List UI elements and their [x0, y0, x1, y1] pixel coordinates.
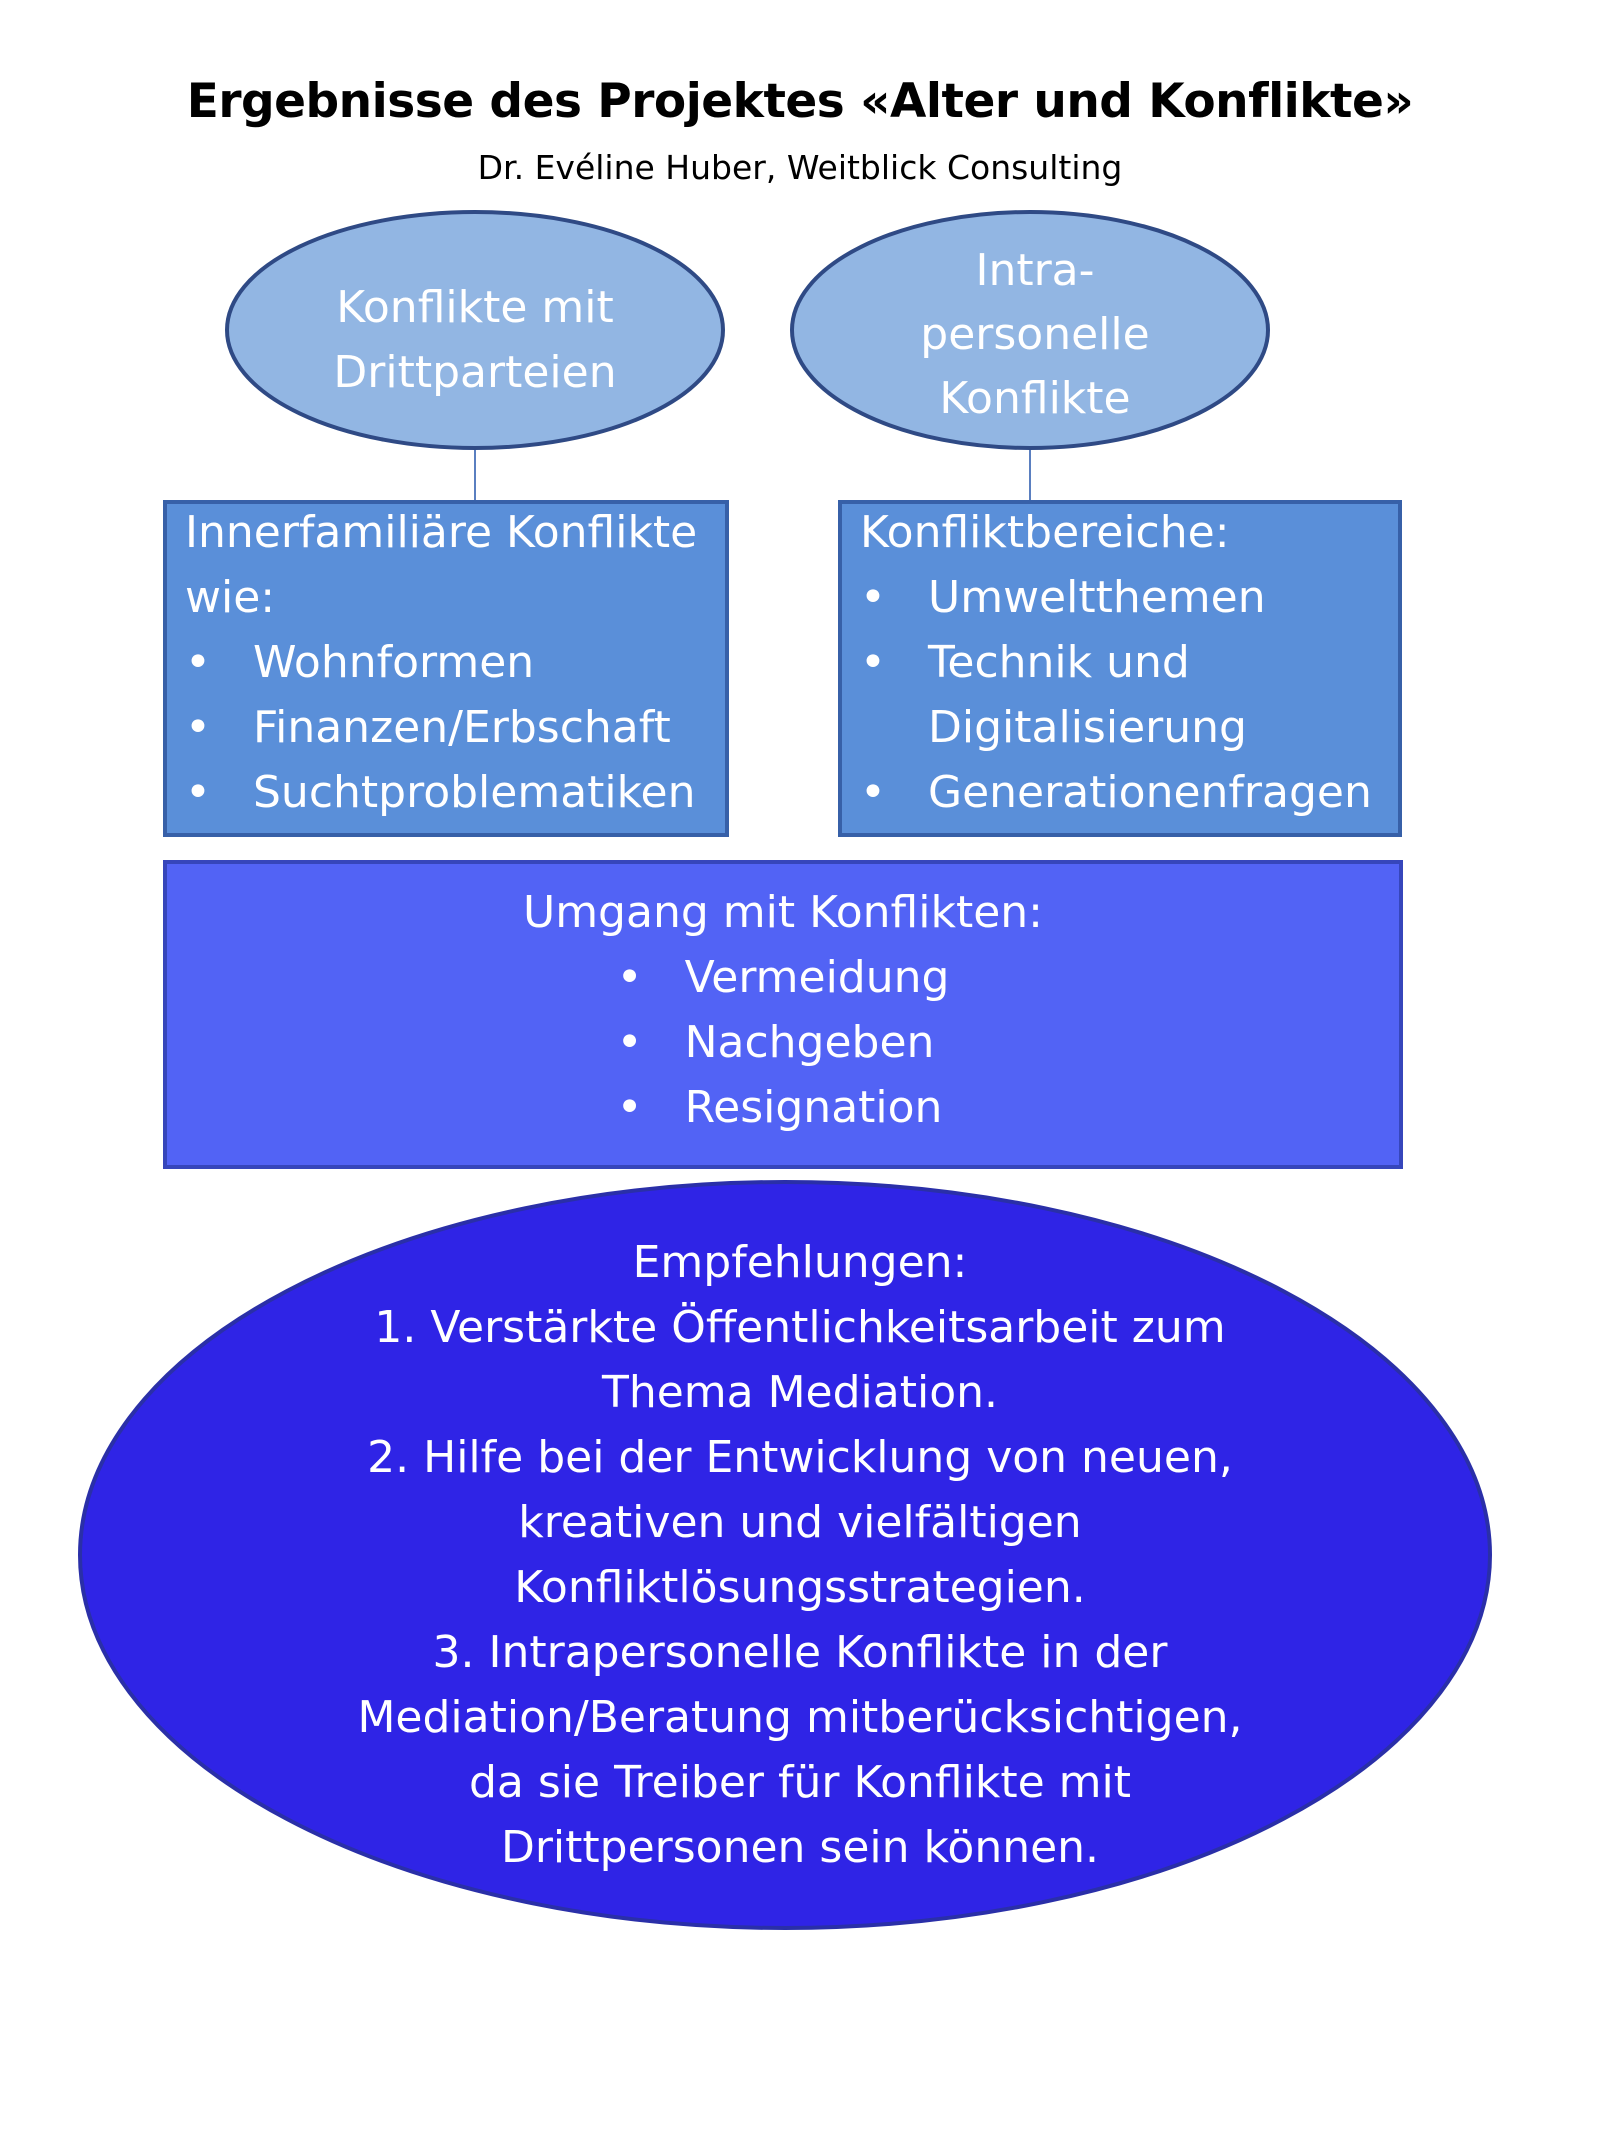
oval-intrapersonal-line: personelle [920, 309, 1150, 360]
recommendations-line: Empfehlungen: [632, 1237, 968, 1288]
page-subtitle: Dr. Evéline Huber, Weitblick Consulting [477, 148, 1123, 187]
list-item-continuation: Digitalisierung [928, 702, 1247, 753]
oval-intrapersonal-line: Intra- [975, 245, 1095, 296]
box-family-heading: wie: [185, 572, 276, 623]
list-item: Finanzen/Erbschaft [185, 695, 725, 760]
box-handling-content: Umgang mit Konflikten: Vermeidung Nachge… [165, 880, 1401, 1140]
oval-intrapersonal-label: Intra- personelle Konflikte [800, 235, 1270, 435]
oval-intrapersonal-line: Konflikte [939, 373, 1131, 424]
recommendations-line: Konfliktlösungsstrategien. [514, 1562, 1086, 1613]
recommendations-line: Mediation/Beratung mitberücksichtigen, [357, 1692, 1243, 1743]
oval-third-parties-line: Konflikte mit [336, 282, 614, 333]
list-item: Nachgeben [617, 1010, 950, 1075]
recommendations-line: Drittpersonen sein können. [500, 1822, 1100, 1873]
recommendations-line: 3. Intrapersonelle Konflikte in der [432, 1627, 1168, 1678]
box-family-list: Wohnformen Finanzen/Erbschaft Suchtprobl… [185, 630, 725, 825]
recommendations-line: 1. Verstärkte Öffentlichkeitsarbeit zum [374, 1302, 1226, 1353]
recommendations-line: Thema Mediation. [601, 1367, 999, 1418]
recommendations-line: kreativen und vielfältigen [518, 1497, 1082, 1548]
box-family-content: Innerfamiliäre Konflikte wie: Wohnformen… [185, 500, 725, 825]
oval-recommendations [78, 1180, 1492, 1930]
list-item-text: Technik und [928, 637, 1190, 688]
box-family-heading: Innerfamiliäre Konflikte [185, 507, 698, 558]
list-item: Suchtproblematiken [185, 760, 725, 825]
box-handling-heading: Umgang mit Konflikten: [522, 887, 1043, 938]
list-item: Resignation [617, 1075, 950, 1140]
recommendations-line: da sie Treiber für Konflikte mit [469, 1757, 1131, 1808]
oval-third-parties-line: Drittparteien [333, 347, 617, 398]
oval-intrapersonal [790, 210, 1270, 450]
list-item: Umweltthemen [860, 565, 1400, 630]
box-areas-content: Konfliktbereiche: Umweltthemen Technik u… [860, 500, 1400, 825]
list-item: Vermeidung [617, 945, 950, 1010]
page-title: Ergebnisse des Projektes «Alter und Konf… [186, 74, 1414, 129]
oval-third-parties-label: Konflikte mit Drittparteien [230, 250, 720, 430]
box-areas-heading: Konfliktbereiche: [860, 507, 1230, 558]
list-item: Wohnformen [185, 630, 725, 695]
oval-third-parties [225, 210, 725, 450]
box-handling-list: Vermeidung Nachgeben Resignation [617, 945, 950, 1140]
box-areas-list: Umweltthemen Technik undDigitalisierung … [860, 565, 1400, 825]
oval-recommendations-label: Empfehlungen: 1. Verstärkte Öffentlichke… [180, 1225, 1420, 1885]
list-item: Generationenfragen [860, 760, 1400, 825]
recommendations-line: 2. Hilfe bei der Entwicklung von neuen, [367, 1432, 1233, 1483]
